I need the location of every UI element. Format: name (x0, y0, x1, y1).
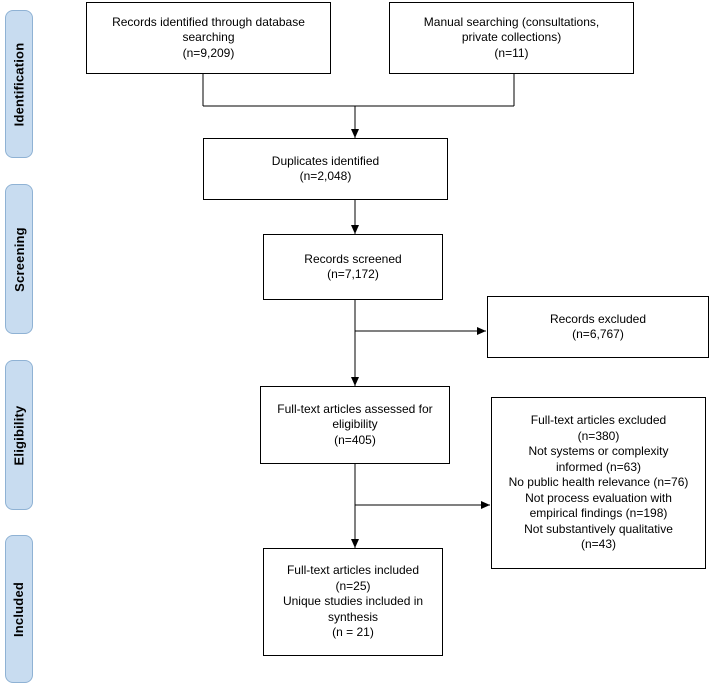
box-fulltext-excluded: Full-text articles excluded (n=380) Not … (491, 397, 706, 569)
stage-included: Included (5, 535, 33, 683)
stage-eligibility: Eligibility (5, 360, 33, 510)
box-records-excluded: Records excluded (n=6,767) (487, 296, 709, 358)
box-fulltext-assessed: Full-text articles assessed for eligibil… (260, 386, 450, 464)
box-database-records: Records identified through database sear… (86, 2, 331, 74)
stage-screening: Screening (5, 184, 33, 334)
stage-identification: Identification (5, 10, 33, 158)
box-manual-searching: Manual searching (consultations, private… (389, 2, 634, 74)
box-records-screened: Records screened (n=7,172) (263, 234, 443, 300)
box-duplicates: Duplicates identified (n=2,048) (203, 138, 448, 200)
box-included: Full-text articles included (n=25) Uniqu… (263, 548, 443, 656)
